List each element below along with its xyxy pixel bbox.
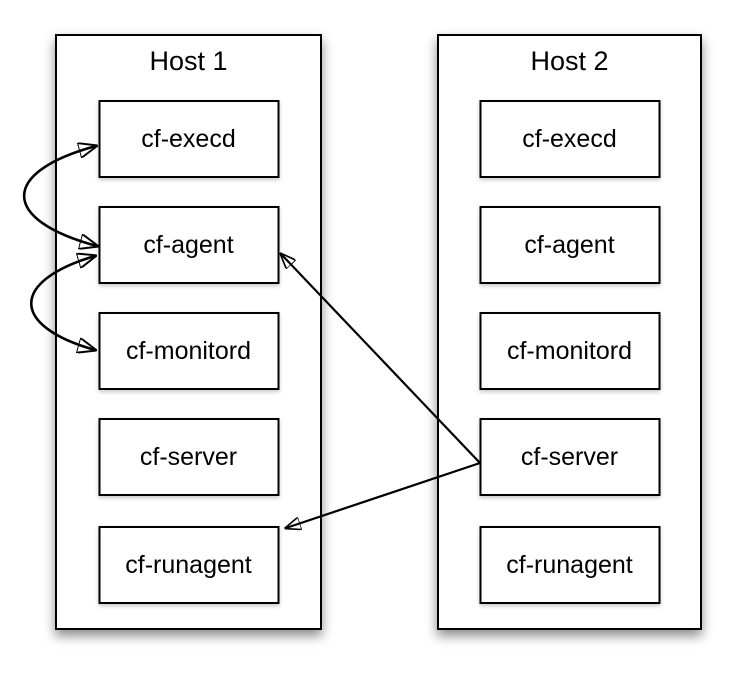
host-1-cf-runagent-box: cf-runagent <box>98 526 279 604</box>
host-2-title: Host 2 <box>530 46 609 76</box>
host-2-container: Host 2 cf-execd cf-agent cf-monitord cf-… <box>437 34 702 630</box>
daemon-label: cf-runagent <box>506 550 633 579</box>
host-1-cf-server-box: cf-server <box>98 418 279 496</box>
host-1-container: Host 1 cf-execd cf-agent cf-monitord cf-… <box>55 34 322 630</box>
daemon-label: cf-monitord <box>125 336 252 365</box>
daemon-label: cf-execd <box>522 124 617 153</box>
daemon-label: cf-execd <box>141 124 236 153</box>
host-2-cf-monitord-box: cf-monitord <box>479 312 660 390</box>
host-1-cf-monitord-box: cf-monitord <box>98 312 279 390</box>
daemon-label: cf-server <box>520 442 619 471</box>
host-1-title: Host 1 <box>149 46 228 76</box>
daemon-label: cf-agent <box>143 230 234 259</box>
host-2-cf-agent-box: cf-agent <box>479 206 660 284</box>
host-2-cf-server-box: cf-server <box>479 418 660 496</box>
daemon-label: cf-server <box>139 442 238 471</box>
daemon-label: cf-runagent <box>125 550 252 579</box>
daemon-label: cf-monitord <box>506 336 633 365</box>
host-2-cf-runagent-box: cf-runagent <box>479 526 660 604</box>
daemon-label: cf-agent <box>524 230 615 259</box>
host-1-cf-execd-box: cf-execd <box>98 100 279 178</box>
host-2-cf-execd-box: cf-execd <box>479 100 660 178</box>
host-1-cf-agent-box: cf-agent <box>98 206 279 284</box>
